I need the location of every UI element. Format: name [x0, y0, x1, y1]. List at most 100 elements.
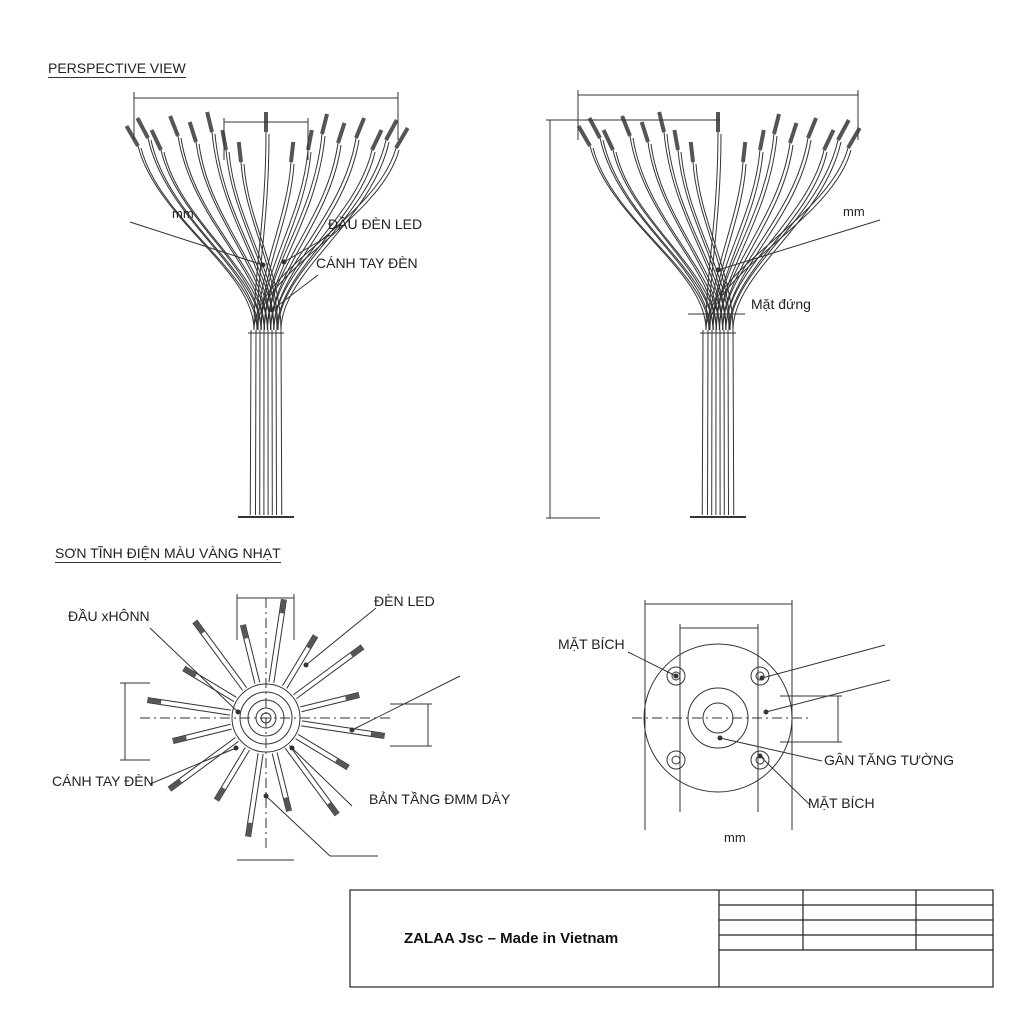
led-head [336, 122, 347, 144]
radial-arm [146, 702, 231, 716]
arm-tip [327, 802, 339, 816]
radial-arm [196, 619, 248, 688]
title-block-frame [349, 889, 994, 988]
title-block-border [349, 889, 994, 988]
branch-arm [589, 145, 707, 331]
arm-tip [147, 698, 162, 705]
branch-arm [211, 131, 272, 331]
leader-dot [717, 735, 723, 741]
led-head [587, 117, 602, 139]
branch-arm [163, 151, 265, 331]
radial-arm [301, 720, 386, 734]
radial-arm [244, 624, 261, 683]
branch-arm [615, 151, 717, 331]
radial-arm [245, 753, 259, 837]
radial-arm [295, 738, 348, 771]
bolt-hole [666, 750, 686, 770]
pole-tube [727, 329, 729, 516]
bolt-hole [750, 750, 770, 770]
branch-arm [680, 151, 730, 331]
radial-arm [182, 670, 235, 702]
top-view-drawing [120, 594, 461, 861]
branch-arm [647, 141, 721, 331]
lamp-arm-label: CÁNH TAY ĐÈN [316, 255, 418, 271]
base-plate-label: BẢN TẦNG ĐMM DÀY [369, 791, 511, 807]
leader-dot [757, 753, 763, 759]
branch-arm [599, 137, 711, 331]
arm-tip [246, 822, 253, 837]
radial-arm [297, 734, 350, 766]
radial-arm [286, 636, 319, 689]
leader-dot [235, 709, 241, 715]
pole-tube [255, 329, 257, 516]
leader-dot [759, 675, 765, 681]
arm-tip [283, 797, 292, 812]
branch-arm [253, 131, 267, 331]
branch-arm [632, 137, 720, 331]
branch-arm [719, 142, 791, 331]
leader-dot [281, 259, 287, 265]
arm-tip [168, 779, 182, 791]
leader-line [719, 737, 823, 762]
branch-arm [228, 151, 278, 331]
radial-arm [293, 644, 362, 696]
leader-line [717, 219, 881, 271]
leader-dot [303, 662, 309, 668]
branch-arm [666, 133, 727, 331]
branch-arm [712, 149, 761, 331]
branch-arm [663, 131, 724, 331]
perspective-view-title: PERSPECTIVE VIEW [48, 60, 186, 78]
led-head [758, 129, 766, 151]
top-head-label: ĐẦU хHÔNN [68, 608, 150, 624]
top-led-label: ĐÈN LED [374, 593, 435, 609]
leader-line [149, 627, 239, 713]
branch-arm [260, 149, 309, 331]
branch-arm [592, 147, 710, 331]
branch-arm [140, 147, 258, 331]
branch-arm [732, 141, 842, 331]
led-head [236, 141, 243, 163]
branch-arm [280, 141, 390, 331]
arm-tip [335, 758, 350, 770]
branch-arm [708, 133, 722, 331]
branch-arm [695, 163, 734, 331]
branch-arm [256, 133, 270, 331]
leader-line [765, 679, 891, 713]
arm-tip [350, 645, 364, 657]
elevation-view [546, 90, 881, 519]
pole-tube [701, 329, 704, 516]
branch-arm [650, 143, 724, 331]
pole-tube [732, 329, 735, 516]
led-head-label: ĐẦU ĐÈN LED [328, 216, 423, 232]
top-arm-label: CÁNH TAY ĐÈN [52, 773, 154, 789]
branch-arm [253, 147, 397, 331]
radial-arm [301, 725, 385, 739]
branch-arm [256, 149, 400, 331]
arm-tip [172, 735, 187, 744]
leader-dot [673, 673, 679, 679]
leader-dot [233, 745, 239, 751]
radial-arm [213, 747, 246, 800]
led-head [168, 115, 180, 137]
branch-arm [705, 131, 719, 331]
led-head [384, 119, 399, 141]
leader-dot [263, 793, 269, 799]
branch-arm [243, 163, 282, 331]
led-head [135, 117, 150, 139]
leader-line [305, 607, 377, 666]
led-head [672, 129, 680, 151]
branch-arm [180, 137, 268, 331]
radial-arm [282, 634, 314, 687]
title-block-company: ZALAA Jsc – Made in Vietnam [404, 930, 619, 947]
leader-line [283, 234, 331, 263]
radial-arm [301, 696, 360, 713]
branch-arm [602, 139, 714, 331]
elevation-mm-label: mm [843, 204, 865, 219]
led-head [822, 129, 836, 151]
branch-arm [722, 137, 809, 331]
bolt-hole-inner [671, 755, 681, 765]
radial-arm [170, 740, 239, 792]
radial-arm [276, 752, 292, 811]
radial-arm [218, 749, 250, 802]
branch-arm [729, 139, 839, 331]
